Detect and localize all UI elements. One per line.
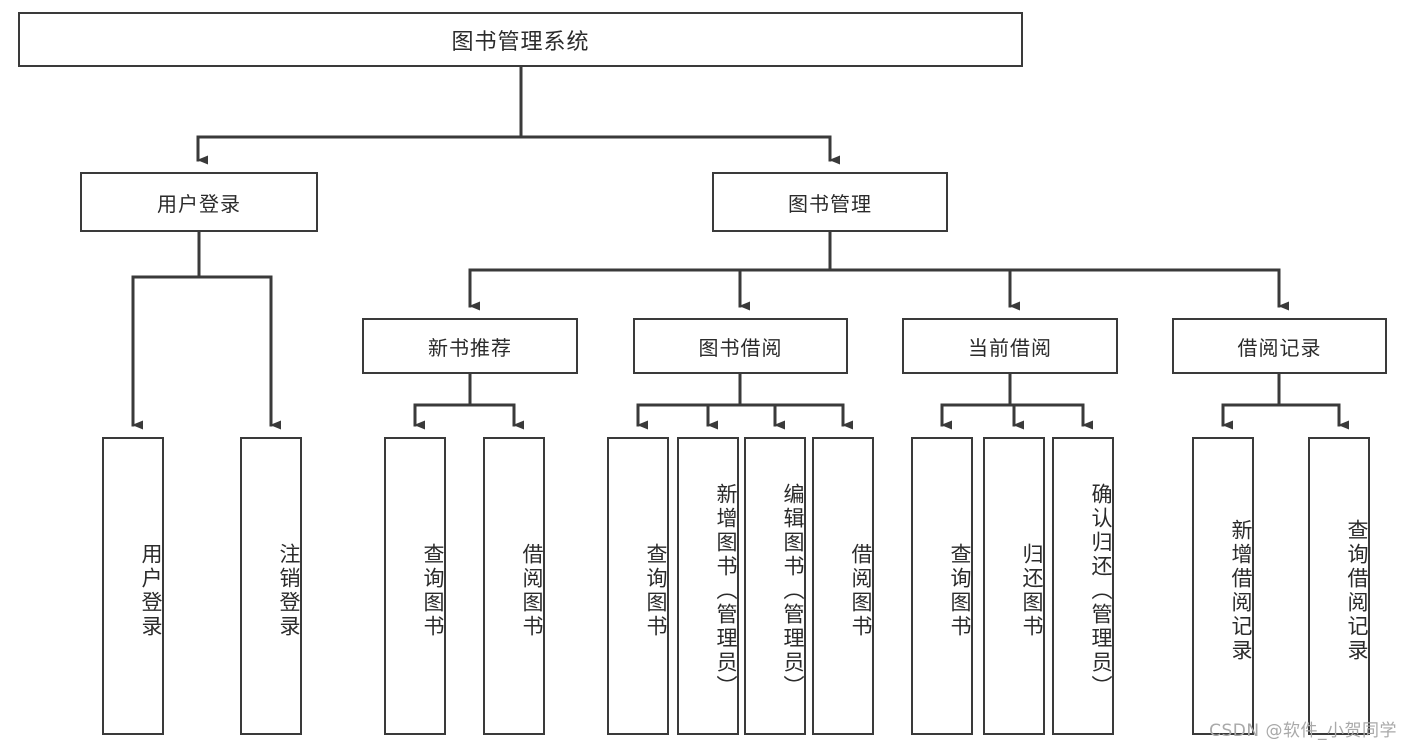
node-current-borrow-label: 当前借阅 [968,335,1052,360]
node-leaf-rec-add-label: 新增借阅记录 [1229,519,1253,663]
node-leaf-borrow-query-label: 查询图书 [644,543,668,639]
watermark-text: CSDN @软件_小贺同学 [1209,721,1397,741]
node-leaf-borrow-query[interactable]: 查询图书 [607,437,669,735]
node-leaf-cur-confirm[interactable]: 确认归还（管理员） [1052,437,1114,735]
node-leaf-borrow-lend-label: 借阅图书 [849,543,873,639]
node-leaf-rec-add[interactable]: 新增借阅记录 [1192,437,1254,735]
node-book-borrow-label: 图书借阅 [698,335,783,360]
node-leaf-cur-query[interactable]: 查询图书 [911,437,973,735]
node-leaf-borrow-edit-label: 编辑图书（管理员） [781,483,805,699]
node-user-login-label: 用户登录 [157,191,241,216]
node-leaf-user-logout[interactable]: 注销登录 [240,437,302,735]
node-book-manage[interactable]: 图书管理 [712,172,948,232]
node-leaf-cur-return[interactable]: 归还图书 [983,437,1045,735]
node-new-book-rec[interactable]: 新书推荐 [362,318,578,374]
node-leaf-user-login-label: 用户登录 [139,543,163,639]
node-leaf-borrow-edit[interactable]: 编辑图书（管理员） [744,437,806,735]
node-current-borrow[interactable]: 当前借阅 [902,318,1118,374]
node-book-manage-label: 图书管理 [788,191,872,216]
node-leaf-rec-borrow[interactable]: 借阅图书 [483,437,545,735]
node-leaf-borrow-lend[interactable]: 借阅图书 [812,437,874,735]
node-leaf-borrow-add-label: 新增图书（管理员） [714,483,738,699]
node-leaf-rec-query2[interactable]: 查询借阅记录 [1308,437,1370,735]
node-user-login[interactable]: 用户登录 [80,172,318,232]
node-leaf-rec-borrow-label: 借阅图书 [520,543,544,639]
node-book-borrow[interactable]: 图书借阅 [633,318,848,374]
node-borrow-record[interactable]: 借阅记录 [1172,318,1387,374]
node-leaf-cur-query-label: 查询图书 [948,543,972,639]
node-root[interactable]: 图书管理系统 [18,12,1023,67]
node-borrow-record-label: 借阅记录 [1237,335,1322,360]
node-new-book-rec-label: 新书推荐 [428,335,512,360]
node-leaf-user-login[interactable]: 用户登录 [102,437,164,735]
node-leaf-rec-query-label: 查询图书 [421,543,445,639]
node-leaf-cur-confirm-label: 确认归还（管理员） [1089,483,1113,699]
node-leaf-rec-query2-label: 查询借阅记录 [1345,519,1369,663]
node-root-label: 图书管理系统 [451,29,590,55]
node-leaf-borrow-add[interactable]: 新增图书（管理员） [677,437,739,735]
node-leaf-user-logout-label: 注销登录 [277,543,301,639]
node-leaf-cur-return-label: 归还图书 [1020,543,1044,639]
node-leaf-rec-query[interactable]: 查询图书 [384,437,446,735]
